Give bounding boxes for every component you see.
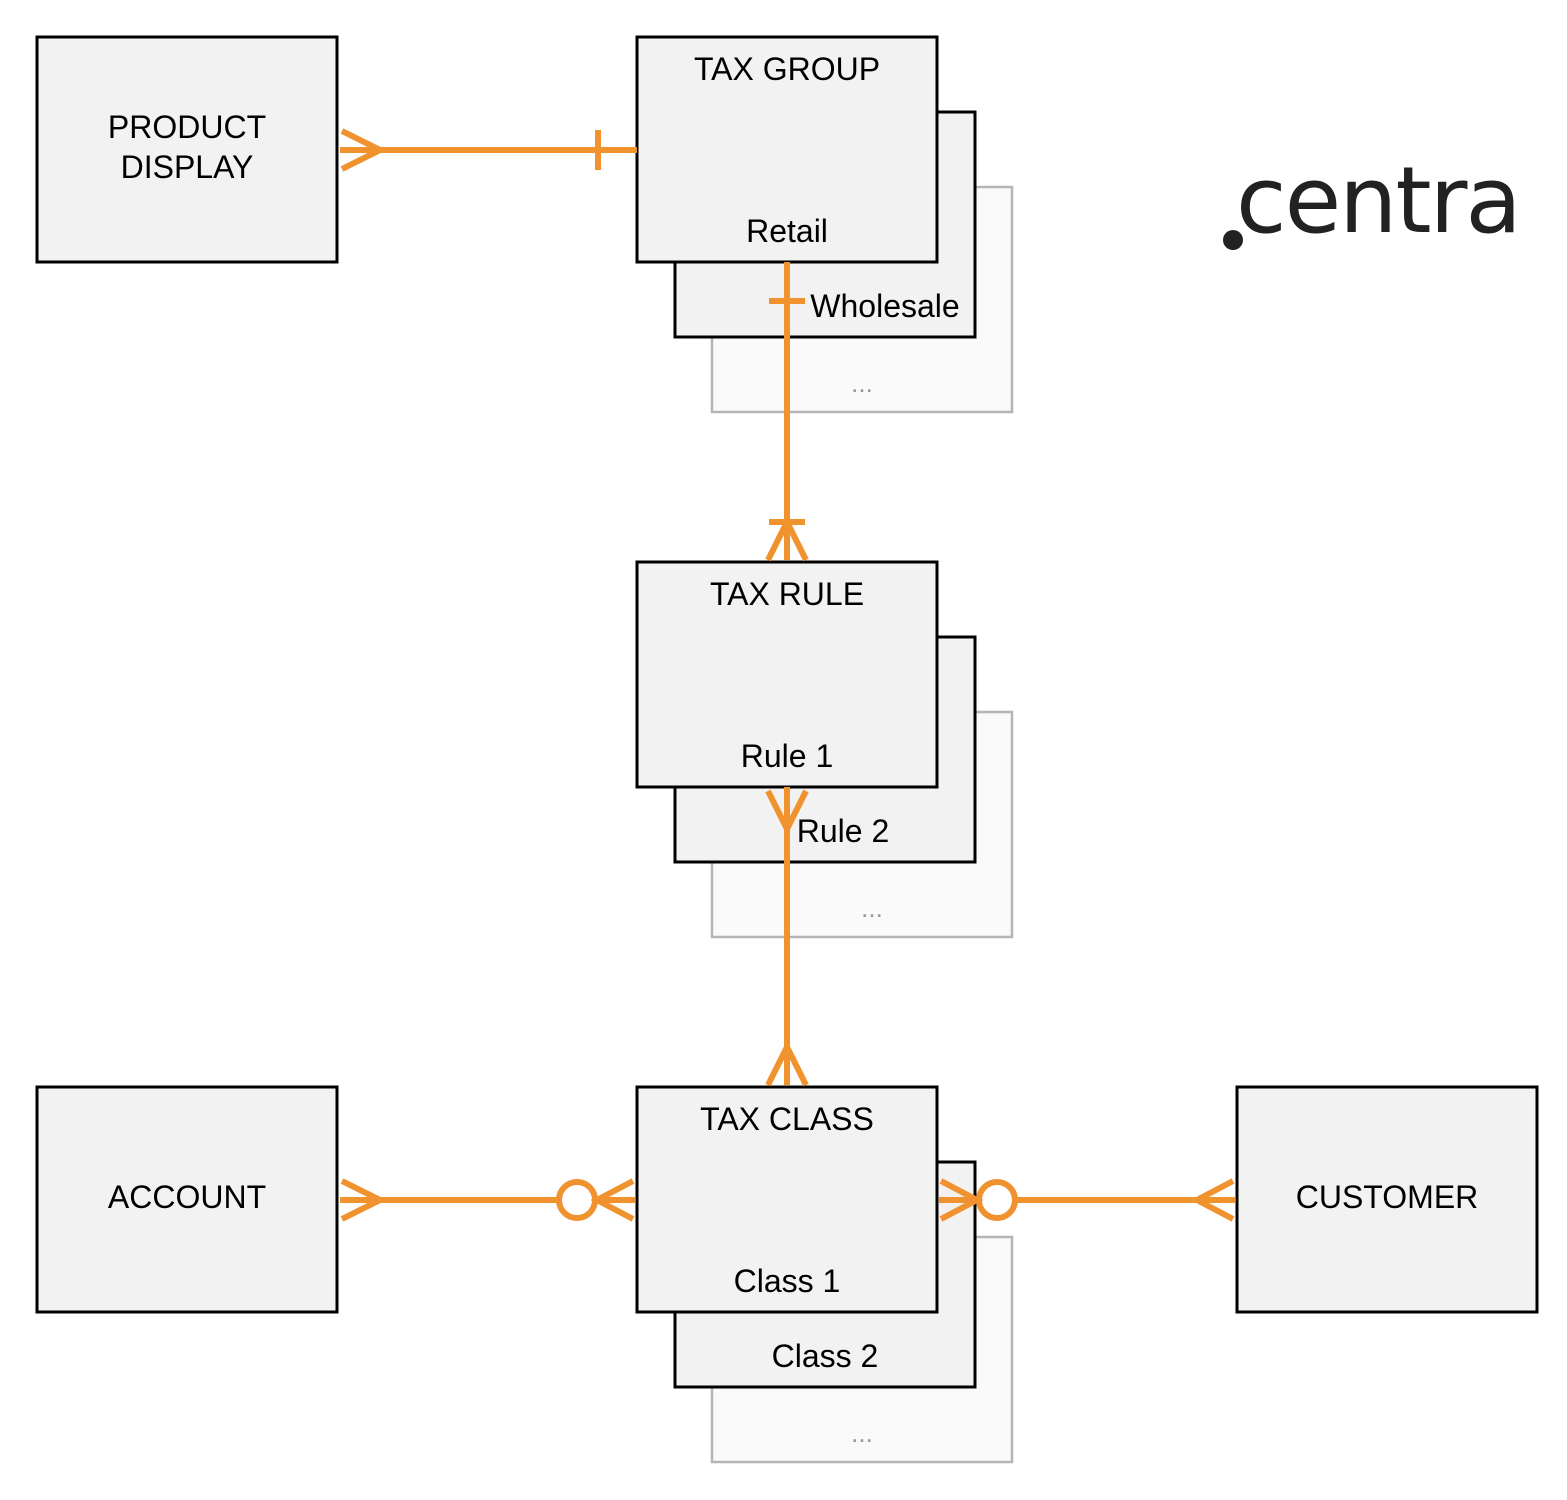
- customer-box: [1235, 1085, 1539, 1314]
- tax-class-entity: ... Class 2 TAX CLASS Class 1: [635, 1085, 1014, 1464]
- centra-logo: centra: [1223, 147, 1522, 254]
- tax-group-card-1: [635, 35, 939, 264]
- crowfoot-many-marker: [1190, 1178, 1235, 1222]
- connector-tax-class-customer: [939, 1178, 1235, 1222]
- customer-label: CUSTOMER: [1296, 1179, 1479, 1215]
- account-entity: ACCOUNT: [35, 1085, 339, 1314]
- account-box: [35, 1085, 339, 1314]
- product-display-entity: PRODUCT DISPLAY: [35, 35, 339, 264]
- tax-class-more: ...: [851, 1418, 873, 1448]
- tax-rule-item-1: Rule 1: [741, 738, 834, 774]
- tax-class-item-2: Class 2: [772, 1338, 879, 1374]
- connector-account-tax-class: [340, 1178, 635, 1222]
- tax-class-item-1: Class 1: [734, 1263, 841, 1299]
- logo-text: centra: [1236, 147, 1520, 254]
- tax-rule-more: ...: [861, 893, 883, 923]
- tax-group-more: ...: [851, 368, 873, 398]
- tax-group-item-retail: Retail: [746, 213, 828, 249]
- tax-class-card-1: [635, 1085, 939, 1314]
- crowfoot-many-marker: [765, 515, 809, 562]
- connector-tax-rule-tax-class: [765, 787, 809, 1087]
- account-label: ACCOUNT: [108, 1179, 266, 1215]
- connector-product-display-tax-group: [340, 128, 637, 172]
- tax-rule-card-1: [635, 560, 939, 789]
- tax-group-item-wholesale: Wholesale: [810, 288, 959, 324]
- tax-rule-entity: ... Rule 2 TAX RULE Rule 1: [635, 560, 1014, 939]
- product-display-label-line2: DISPLAY: [121, 149, 254, 185]
- product-display-label-line1: PRODUCT: [108, 109, 266, 145]
- crowfoot-many-marker: [340, 1178, 387, 1222]
- crowfoot-many-marker: [590, 1178, 635, 1222]
- tax-group-title: TAX GROUP: [694, 51, 880, 87]
- tax-class-title: TAX CLASS: [700, 1101, 874, 1137]
- zero-circle-marker: [976, 1179, 1018, 1221]
- tax-group-entity: ... Wholesale TAX GROUP Retail: [635, 35, 1014, 414]
- logo-dot: [1223, 230, 1243, 250]
- connector-tax-group-tax-rule: [765, 262, 809, 562]
- crowfoot-many-marker: [765, 789, 809, 836]
- tax-rule-title: TAX RULE: [710, 576, 864, 612]
- product-display-box: [35, 35, 339, 264]
- customer-entity: CUSTOMER: [1235, 1085, 1539, 1314]
- tax-rule-item-2: Rule 2: [797, 813, 890, 849]
- crowfoot-many-marker: [765, 1040, 809, 1087]
- zero-circle-marker: [556, 1179, 598, 1221]
- crowfoot-many-marker: [340, 128, 387, 172]
